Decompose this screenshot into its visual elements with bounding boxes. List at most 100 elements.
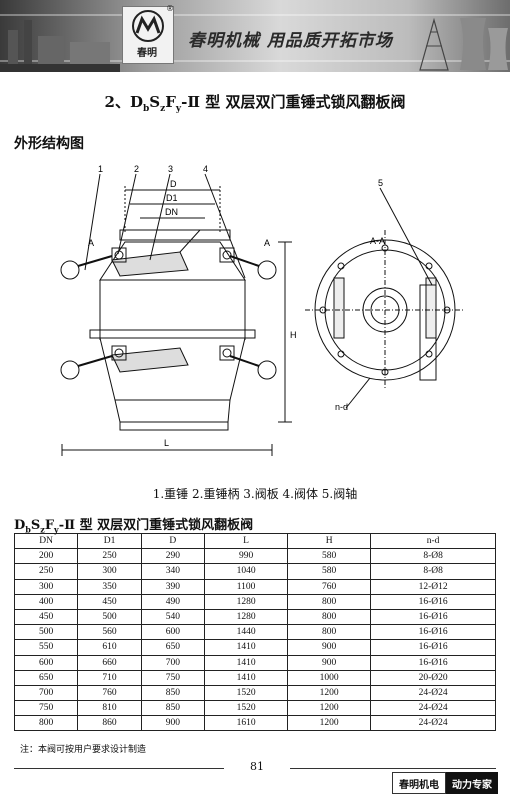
banner-stripe bbox=[0, 14, 510, 16]
header-banner: ® 春明 春明机械 用品质开拓市场 bbox=[0, 0, 510, 72]
table-cell: 250 bbox=[77, 548, 142, 565]
table-cell: 16-Ø16 bbox=[370, 654, 496, 671]
table-cell: 600 bbox=[140, 624, 206, 641]
table-cell: 750 bbox=[13, 700, 79, 717]
table-cell: 16-Ø16 bbox=[370, 624, 496, 641]
title-part: S bbox=[149, 93, 161, 111]
page-title: 2、DbSzFy-Ⅱ 型 双层双门重锤式锁风翻板阀 bbox=[0, 91, 510, 114]
table-cell: 900 bbox=[140, 715, 206, 732]
table-cell: 850 bbox=[140, 684, 206, 702]
table-cell: 1100 bbox=[204, 578, 289, 595]
banner-tower-illustration bbox=[419, 17, 508, 71]
dimension-d: D bbox=[170, 179, 177, 189]
title-subscript: z bbox=[160, 104, 166, 114]
part-label-4: 4 bbox=[203, 164, 208, 174]
table-cell: 1520 bbox=[204, 684, 289, 702]
table-cell: 1200 bbox=[287, 684, 372, 702]
table-cell: 16-Ø16 bbox=[370, 593, 496, 610]
part-label-2: 2 bbox=[134, 164, 139, 174]
column-header: H bbox=[287, 532, 372, 550]
table-cell: 300 bbox=[13, 578, 79, 595]
column-header: D1 bbox=[77, 532, 142, 550]
table-cell: 450 bbox=[13, 608, 79, 626]
table-cell: 860 bbox=[77, 715, 142, 732]
dimension-dn: DN bbox=[165, 207, 178, 217]
table-title-part: F bbox=[44, 518, 55, 533]
table-cell: 1200 bbox=[287, 700, 372, 717]
dimension-h: H bbox=[290, 330, 297, 340]
table-cell: 700 bbox=[13, 684, 79, 702]
table-cell: 650 bbox=[140, 639, 206, 656]
table-cell: 1410 bbox=[204, 639, 289, 656]
part-label-5: 5 bbox=[378, 178, 383, 188]
table-title: DbSzFy-Ⅱ 型 双层双门重锤式锁风翻板阀 bbox=[14, 514, 253, 535]
footer-rule bbox=[290, 768, 496, 769]
table-cell: 500 bbox=[77, 608, 142, 626]
table-cell: 760 bbox=[77, 684, 142, 702]
dimension-l: L bbox=[164, 438, 169, 448]
table-cell: 710 bbox=[77, 669, 142, 686]
column-header: D bbox=[140, 532, 206, 550]
table-cell: 550 bbox=[13, 639, 79, 656]
table-title-part: S bbox=[30, 518, 41, 533]
footer-rule bbox=[14, 768, 224, 769]
table-cell: 300 bbox=[77, 563, 142, 580]
table-cell: 1280 bbox=[204, 608, 289, 626]
table-cell: 1410 bbox=[204, 654, 289, 671]
table-title-part: -Ⅱ 型 双层双门重锤式锁风翻板阀 bbox=[58, 518, 254, 533]
table-cell: 800 bbox=[287, 624, 372, 641]
title-part: -Ⅱ 型 双层双门重锤式锁风翻板阀 bbox=[181, 93, 406, 111]
footer-brand-left: 春明机电 bbox=[392, 772, 446, 794]
table-cell: 580 bbox=[287, 563, 372, 580]
table-cell: 12-Ø12 bbox=[370, 578, 496, 595]
table-cell: 200 bbox=[13, 548, 79, 565]
logo-text: 春明 bbox=[137, 48, 157, 59]
table-cell: 990 bbox=[204, 548, 289, 565]
table-cell: 650 bbox=[13, 669, 79, 686]
table-cell: 900 bbox=[287, 654, 372, 671]
column-header: L bbox=[204, 532, 289, 550]
table-cell: 1040 bbox=[204, 563, 289, 580]
footer-brand: 春明机电 动力专家 bbox=[392, 772, 498, 794]
parts-legend: 1.重锤 2.重锤柄 3.阀板 4.阀体 5.阀轴 bbox=[152, 487, 358, 501]
company-logo bbox=[122, 6, 174, 64]
section-marker-right: A bbox=[264, 238, 270, 248]
column-header: DN bbox=[13, 532, 79, 550]
table-cell: 20-Ø20 bbox=[370, 669, 496, 686]
table-cell: 1440 bbox=[204, 624, 289, 641]
table-cell: 500 bbox=[13, 624, 79, 641]
table-cell: 1200 bbox=[287, 715, 372, 732]
table-cell: 900 bbox=[287, 639, 372, 656]
table-cell: 800 bbox=[13, 715, 79, 732]
table-cell: 24-Ø24 bbox=[370, 700, 496, 717]
table-cell: 1520 bbox=[204, 700, 289, 717]
logo-mark-icon bbox=[132, 10, 164, 42]
table-cell: 850 bbox=[140, 700, 206, 717]
table-header-row: DN D1 D L H n-d bbox=[13, 532, 496, 550]
table-cell: 600 bbox=[13, 654, 79, 671]
table-cell: 610 bbox=[77, 639, 142, 656]
dimension-d1: D1 bbox=[166, 193, 178, 203]
part-label-1: 1 bbox=[98, 164, 103, 174]
table-cell: 580 bbox=[287, 548, 372, 565]
table-cell: 16-Ø16 bbox=[370, 639, 496, 656]
table-cell: 450 bbox=[77, 593, 142, 610]
table-title-subscript: b bbox=[25, 524, 31, 535]
part-label-3: 3 bbox=[168, 164, 173, 174]
table-cell: 16-Ø16 bbox=[370, 608, 496, 626]
table-cell: 1000 bbox=[287, 669, 372, 686]
table-cell: 1610 bbox=[204, 715, 289, 732]
table-cell: 660 bbox=[77, 654, 142, 671]
table-cell: 800 bbox=[287, 593, 372, 610]
title-subscript: b bbox=[142, 104, 150, 114]
section-view-label: A-A bbox=[370, 236, 385, 246]
table-cell: 290 bbox=[140, 548, 206, 565]
table-cell: 8-Ø8 bbox=[370, 548, 496, 565]
